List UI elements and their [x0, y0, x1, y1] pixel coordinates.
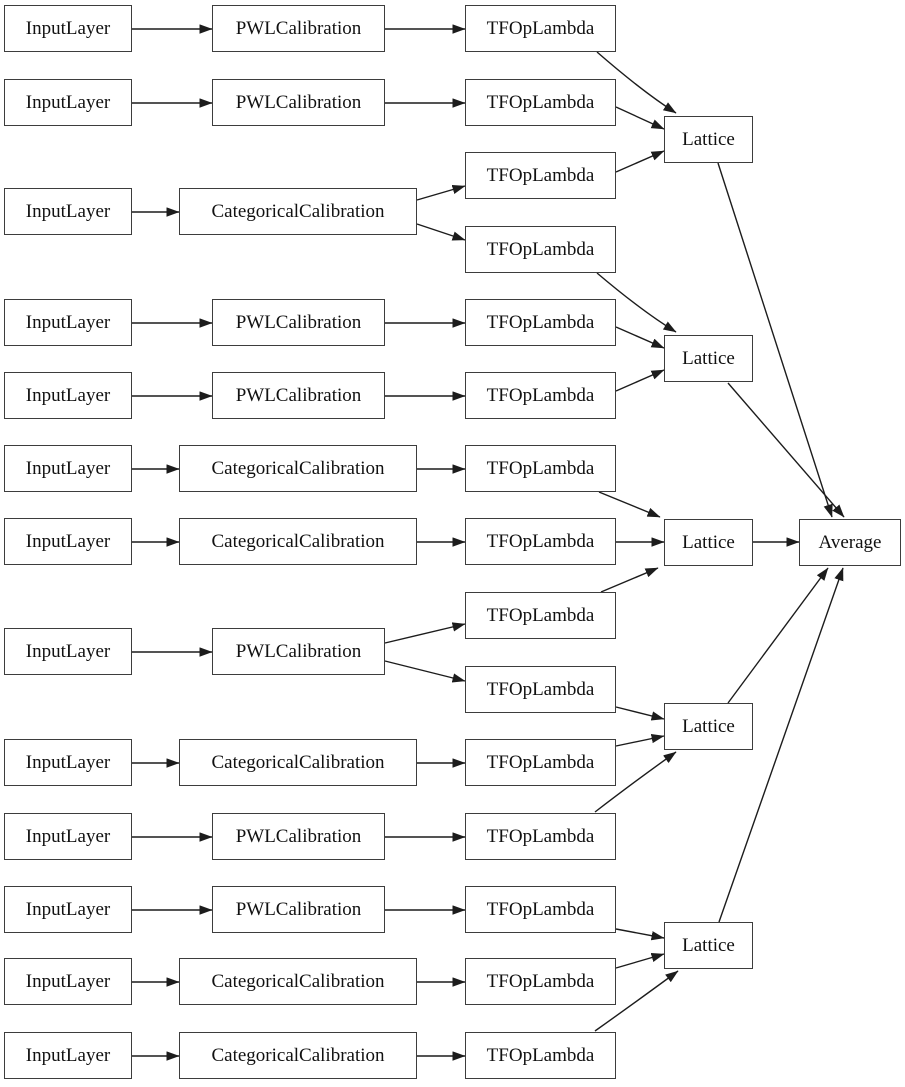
tf-op-lambda-15-node: TFOpLambda [465, 1032, 616, 1079]
input-layer-3-node: InputLayer [4, 188, 132, 235]
tf-op-lambda-8-node: TFOpLambda [465, 518, 616, 565]
edge-categorical_calibration_1-to-tf_op_lambda_3 [416, 184, 466, 201]
lattice-4-node: Lattice [664, 703, 753, 750]
lattice-5-node: Lattice [664, 922, 753, 969]
edge-lattice_4-to-average [727, 567, 829, 704]
edge-tf_op_lambda_4-to-lattice_2 [596, 272, 677, 333]
edge-pwl_calibration_5-to-tf_op_lambda_10 [384, 660, 466, 683]
categorical-calibration-1-node: CategoricalCalibration [179, 188, 417, 235]
edge-lattice_1-to-average [717, 162, 833, 518]
input-layer-1-node: InputLayer [4, 5, 132, 52]
categorical-calibration-3-node: CategoricalCalibration [179, 518, 417, 565]
lattice-2-node: Lattice [664, 335, 753, 382]
input-layer-6-node: InputLayer [4, 445, 132, 492]
input-layer-13-node: InputLayer [4, 1032, 132, 1079]
edge-tf_op_lambda_1-to-lattice_1 [596, 51, 677, 114]
input-layer-8-node: InputLayer [4, 628, 132, 675]
pwl-calibration-6-node: PWLCalibration [212, 813, 385, 860]
input-layer-10-node: InputLayer [4, 813, 132, 860]
input-layer-9-node: InputLayer [4, 739, 132, 786]
categorical-calibration-6-node: CategoricalCalibration [179, 1032, 417, 1079]
tf-op-lambda-7-node: TFOpLambda [465, 445, 616, 492]
edge-tf_op_lambda_9-to-lattice_3 [600, 567, 659, 593]
tf-op-lambda-6-node: TFOpLambda [465, 372, 616, 419]
tf-op-lambda-9-node: TFOpLambda [465, 592, 616, 639]
pwl-calibration-7-node: PWLCalibration [212, 886, 385, 933]
tf-op-lambda-12-node: TFOpLambda [465, 813, 616, 860]
edge-tf_op_lambda_5-to-lattice_2 [615, 326, 665, 349]
pwl-calibration-1-node: PWLCalibration [212, 5, 385, 52]
input-layer-11-node: InputLayer [4, 886, 132, 933]
edge-categorical_calibration_1-to-tf_op_lambda_4 [416, 223, 466, 241]
categorical-calibration-5-node: CategoricalCalibration [179, 958, 417, 1005]
edge-lattice_5-to-average [718, 567, 844, 923]
tf-op-lambda-10-node: TFOpLambda [465, 666, 616, 713]
tf-op-lambda-2-node: TFOpLambda [465, 79, 616, 126]
edge-tf_op_lambda_15-to-lattice_5 [594, 970, 679, 1032]
edge-tf_op_lambda_13-to-lattice_5 [615, 928, 665, 941]
input-layer-7-node: InputLayer [4, 518, 132, 565]
tf-op-lambda-13-node: TFOpLambda [465, 886, 616, 933]
edge-tf_op_lambda_12-to-lattice_4 [594, 751, 677, 813]
categorical-calibration-4-node: CategoricalCalibration [179, 739, 417, 786]
pwl-calibration-2-node: PWLCalibration [212, 79, 385, 126]
tf-op-lambda-4-node: TFOpLambda [465, 226, 616, 273]
edge-tf_op_lambda_3-to-lattice_1 [615, 150, 665, 173]
input-layer-4-node: InputLayer [4, 299, 132, 346]
pwl-calibration-3-node: PWLCalibration [212, 299, 385, 346]
edge-tf_op_lambda_10-to-lattice_4 [615, 706, 665, 721]
edge-tf_op_lambda_7-to-lattice_3 [598, 491, 661, 518]
tf-op-lambda-3-node: TFOpLambda [465, 152, 616, 199]
pwl-calibration-4-node: PWLCalibration [212, 372, 385, 419]
input-layer-12-node: InputLayer [4, 958, 132, 1005]
pwl-calibration-5-node: PWLCalibration [212, 628, 385, 675]
edge-tf_op_lambda_6-to-lattice_2 [615, 369, 665, 392]
input-layer-2-node: InputLayer [4, 79, 132, 126]
input-layer-5-node: InputLayer [4, 372, 132, 419]
tf-op-lambda-14-node: TFOpLambda [465, 958, 616, 1005]
lattice-3-node: Lattice [664, 519, 753, 566]
lattice-1-node: Lattice [664, 116, 753, 163]
tf-op-lambda-1-node: TFOpLambda [465, 5, 616, 52]
tf-op-lambda-11-node: TFOpLambda [465, 739, 616, 786]
tf-op-lambda-5-node: TFOpLambda [465, 299, 616, 346]
edge-lattice_2-to-average [727, 382, 845, 518]
edge-tf_op_lambda_11-to-lattice_4 [615, 733, 665, 747]
edge-tf_op_lambda_14-to-lattice_5 [615, 952, 665, 969]
average-node: Average [799, 519, 901, 566]
edge-tf_op_lambda_2-to-lattice_1 [615, 106, 665, 130]
edge-pwl_calibration_5-to-tf_op_lambda_9 [384, 622, 466, 644]
categorical-calibration-2-node: CategoricalCalibration [179, 445, 417, 492]
